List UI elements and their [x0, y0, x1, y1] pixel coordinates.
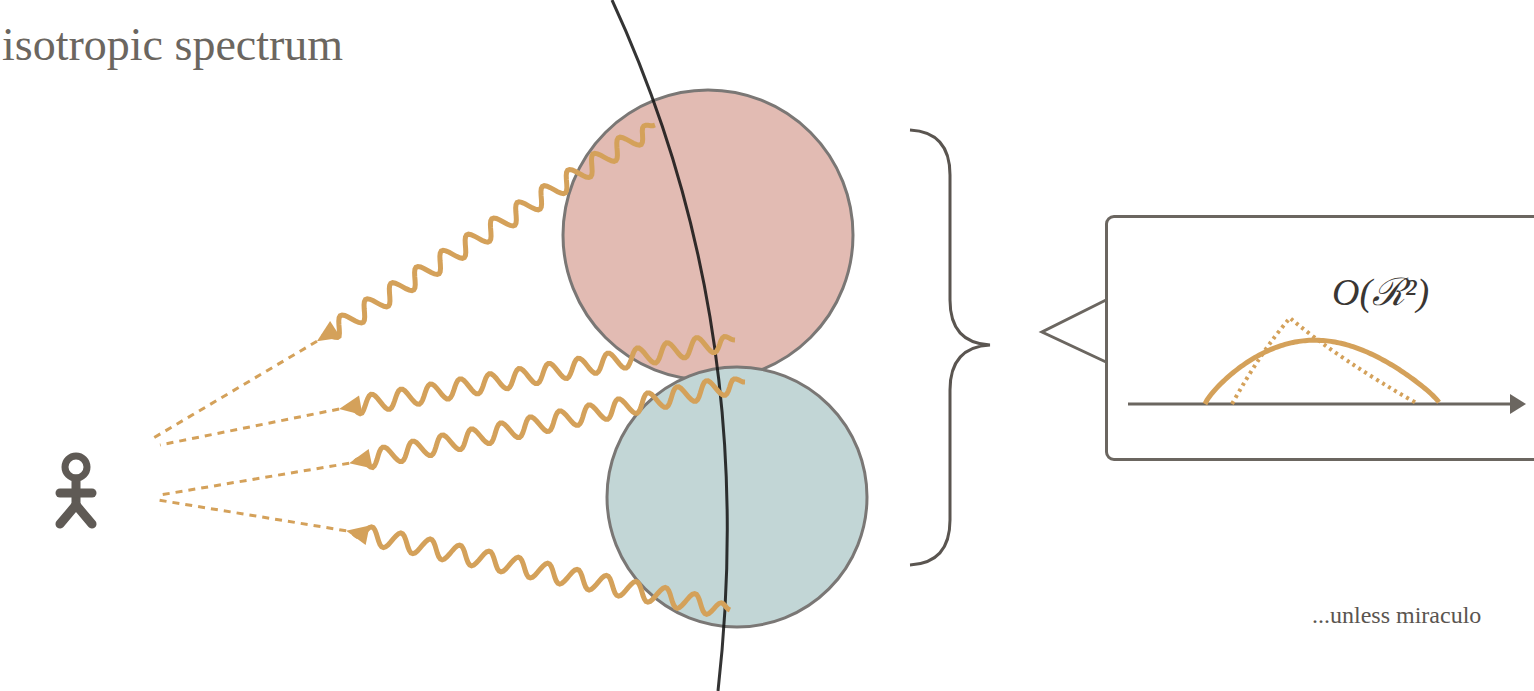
callout-box: O(ℛ²) — [1105, 215, 1534, 461]
sight-line — [160, 409, 339, 445]
observer-icon — [60, 456, 92, 524]
photon-wave — [354, 527, 730, 614]
photon-rays — [150, 125, 745, 614]
sight-line — [158, 500, 346, 531]
note: ...unless miraculo — [1312, 602, 1481, 629]
blue-patch — [607, 367, 867, 627]
arrowhead — [317, 321, 341, 341]
photon-wave — [347, 337, 735, 414]
red-patch — [563, 90, 853, 380]
spectrum-plot — [1128, 318, 1526, 414]
photon-wave — [323, 125, 655, 338]
arrowhead — [349, 449, 373, 469]
sight-line — [160, 463, 349, 495]
callout-pointer — [1042, 300, 1106, 362]
arrowhead — [346, 525, 370, 545]
brace — [910, 130, 990, 565]
photon-wave — [355, 379, 745, 468]
order-label: O(ℛ²) — [1332, 264, 1429, 316]
slide-heading: isotropic spectrum — [2, 18, 343, 71]
arrowhead — [339, 395, 362, 415]
sight-line — [150, 341, 317, 440]
